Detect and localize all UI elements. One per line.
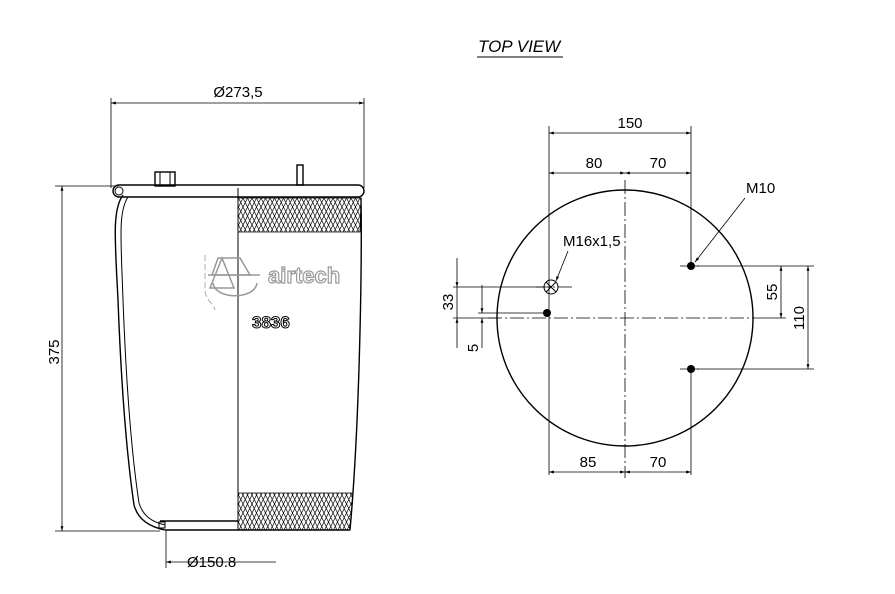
mounting-stud — [296, 164, 304, 186]
side-view: Ø273,5 375 Ø150.8 — [46, 84, 365, 571]
bottom-hatched-band — [237, 492, 354, 531]
dim-left-inner: 5 — [465, 344, 482, 352]
leader-air-inlet — [555, 250, 569, 282]
brand-name: airtech — [268, 263, 340, 288]
top-view: TOP VIEW 150 80 70 85 70 — [440, 37, 814, 478]
dim-bottom-right: 70 — [650, 454, 667, 471]
airtech-logo: airtech — [204, 255, 341, 311]
bead-roll — [114, 186, 124, 196]
dim-right-outer: 110 — [791, 306, 808, 330]
height-label: 375 — [46, 339, 63, 364]
dim-left-outer: 33 — [440, 294, 457, 311]
dim-top-right: 70 — [650, 155, 667, 172]
dim-top-left: 80 — [586, 155, 603, 172]
leader-stud — [694, 197, 746, 263]
bellows-right-outline — [349, 197, 362, 531]
bottom-diameter-label: Ø150.8 — [187, 554, 236, 571]
label-air-inlet: M16x1,5 — [563, 233, 621, 250]
bellows-left-inner — [120, 196, 166, 526]
label-stud: M10 — [746, 180, 775, 197]
dim-right-inner: 55 — [764, 284, 781, 301]
top-hatched-band — [237, 197, 362, 233]
dim-total-width: 150 — [617, 115, 642, 132]
air-fitting — [154, 171, 176, 187]
part-number: 3836 — [252, 313, 290, 332]
stud-hole-left — [543, 309, 551, 317]
top-view-title: TOP VIEW — [478, 37, 562, 56]
dim-bottom-left: 85 — [580, 454, 597, 471]
bottom-fitting — [158, 521, 166, 529]
top-diameter-label: Ø273,5 — [213, 84, 262, 101]
bellows-left-outline — [114, 194, 166, 531]
